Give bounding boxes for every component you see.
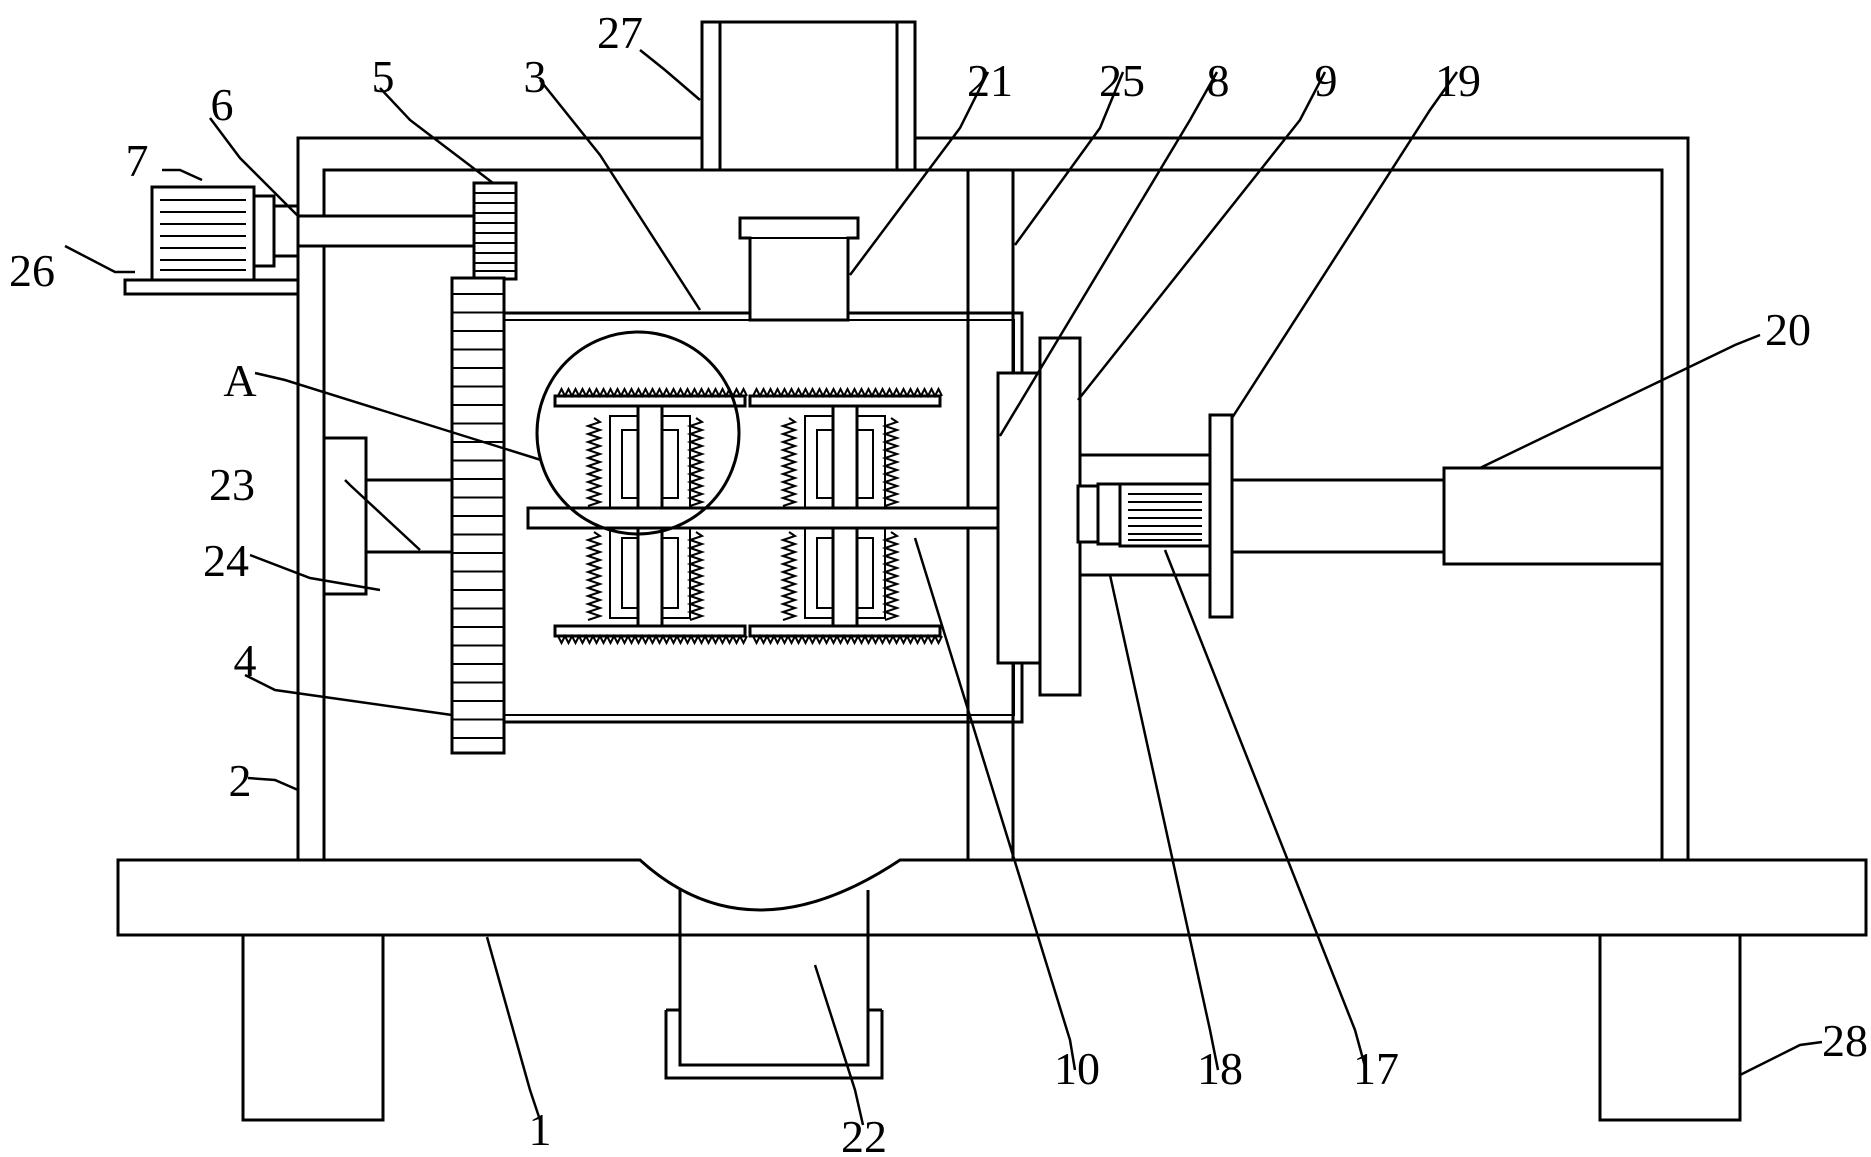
leader-lines <box>64 49 1823 1126</box>
label-20: 20 <box>1765 304 1811 355</box>
label-6: 6 <box>211 79 234 130</box>
crushing-blades <box>553 386 943 646</box>
push-plate <box>1208 413 1234 619</box>
shaft-collar <box>1096 482 1122 546</box>
label-2: 2 <box>229 755 252 806</box>
label-28: 28 <box>1822 1015 1868 1066</box>
label-4: 4 <box>234 635 257 686</box>
label-7: 7 <box>126 135 149 186</box>
large-ring-gear <box>450 276 506 755</box>
label-24: 24 <box>203 535 249 586</box>
mounting-plate <box>1038 336 1082 697</box>
label-10: 10 <box>1054 1043 1100 1094</box>
shaft-bearing-seat <box>1076 484 1100 544</box>
label-1: 1 <box>529 1104 552 1155</box>
label-17: 17 <box>1353 1043 1399 1094</box>
label-5: 5 <box>372 51 395 102</box>
label-3: 3 <box>524 51 547 102</box>
label-18: 18 <box>1197 1043 1243 1094</box>
label-25: 25 <box>1099 55 1145 106</box>
drum-feed-port <box>738 216 860 322</box>
label-9: 9 <box>1315 55 1338 106</box>
piston-rod <box>1230 478 1446 554</box>
label-8: 8 <box>1207 55 1230 106</box>
base-plate <box>116 858 1868 937</box>
label-26: 26 <box>9 245 55 296</box>
sliding-plate <box>996 371 1042 665</box>
bearing-block <box>322 436 368 596</box>
motor-assembly <box>123 181 518 296</box>
part-labels: 1 2 3 4 5 6 7 8 9 10 17 18 19 20 21 22 2… <box>9 7 1868 1157</box>
detail-circle-a <box>535 330 741 536</box>
motor-support-plate <box>123 278 300 296</box>
small-gear <box>472 181 518 281</box>
hydraulic-cylinder <box>1442 466 1664 566</box>
central-shaft <box>526 506 1080 530</box>
coupling <box>252 194 276 268</box>
right-leg <box>1598 933 1742 1122</box>
coupling-inner <box>272 204 300 258</box>
discharge-pipe <box>664 890 884 1080</box>
label-23: 23 <box>209 459 255 510</box>
left-leg <box>241 933 385 1122</box>
drive-shaft <box>296 214 476 248</box>
label-21: 21 <box>967 55 1013 106</box>
label-22: 22 <box>841 1111 887 1157</box>
feed-inlet <box>700 20 917 172</box>
second-motor <box>1118 482 1212 548</box>
label-19: 19 <box>1435 55 1481 106</box>
label-a: A <box>223 355 256 406</box>
label-27: 27 <box>597 7 643 58</box>
